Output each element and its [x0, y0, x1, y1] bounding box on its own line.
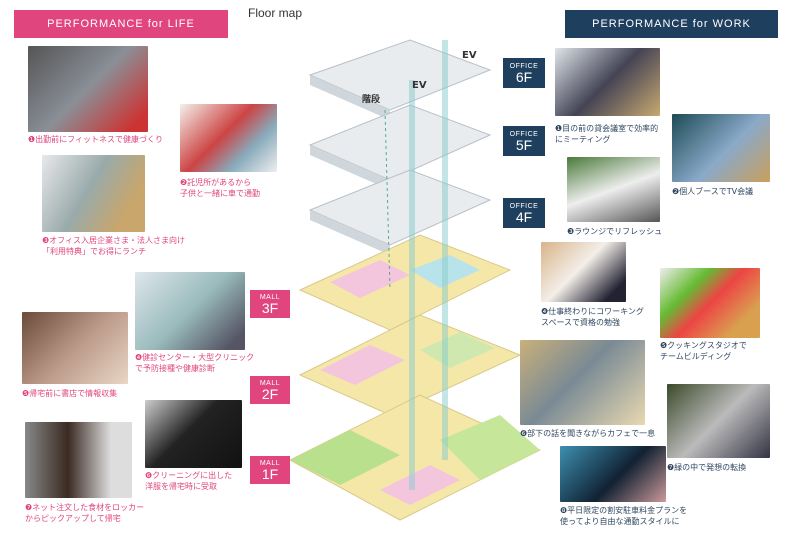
meeting-photo	[555, 48, 660, 116]
life-caption-2: ❷託児所があるから子供と一緒に車で通勤	[180, 178, 260, 198]
life-caption-7: ❼ネット注文した食材をロッカーからピックアップして帰宅	[25, 503, 145, 523]
laptop-photo	[667, 384, 770, 458]
cooking-photo	[660, 268, 760, 338]
clinic-photo	[135, 272, 245, 350]
stairs-path	[384, 109, 391, 291]
daycare-photo	[180, 104, 277, 172]
work-caption-6: ❻部下の話を聞きながらカフェで一息	[520, 429, 656, 438]
life-caption-3: ❸オフィス入居企業さま・法人さま向け「利用特典」でお得にランチ	[42, 236, 186, 256]
lunch-photo	[42, 155, 145, 232]
booth-photo	[672, 114, 770, 182]
locker-photo	[25, 422, 132, 498]
fitness-photo	[28, 46, 148, 132]
life-caption-6: ❻クリーニングに出した洋服を帰宅時に受取	[145, 471, 233, 491]
floor-map-title: Floor map	[248, 6, 303, 20]
work-caption-4: ❹仕事終わりにコワーキングスペースで資格の勉強	[541, 307, 644, 327]
work-header: PERFORMANCE for WORK	[565, 10, 778, 38]
ev-label: EV	[412, 80, 427, 91]
stairs-label: 階段	[362, 95, 381, 105]
work-caption-2: ❷個人ブースでTV会議	[672, 187, 754, 196]
cleaning-photo	[145, 400, 242, 468]
building-floor-map	[290, 39, 542, 521]
lounge-photo	[567, 157, 660, 222]
life-header: PERFORMANCE for LIFE	[14, 10, 228, 38]
life-caption-1: ❶出勤前にフィットネスで健康づくり	[28, 135, 164, 144]
coworking-photo	[541, 242, 626, 302]
work-caption-1: ❶目の前の貸会議室で効率的にミーティング	[555, 124, 659, 144]
bookstore-photo	[22, 312, 128, 384]
work-caption-3: ❸ラウンジでリフレッシュ	[567, 227, 663, 236]
work-caption-8: ❽平日限定の割安駐車料金プランを使ってより自由な通勤スタイルに	[560, 506, 688, 526]
parking-photo	[560, 446, 666, 502]
life-caption-4: ❹健診センター・大型クリニックで予防接種や健康診断	[135, 353, 255, 373]
work-caption-5: ❺クッキングスタジオでチームビルディング	[660, 341, 747, 361]
ev-label: EV	[462, 50, 477, 61]
work-caption-7: ❼緑の中で発想の転換	[667, 463, 747, 472]
life-caption-5: ❺帰宅前に書店で情報収集	[22, 389, 118, 398]
office-floors	[308, 39, 492, 255]
cafe-photo	[520, 340, 645, 425]
